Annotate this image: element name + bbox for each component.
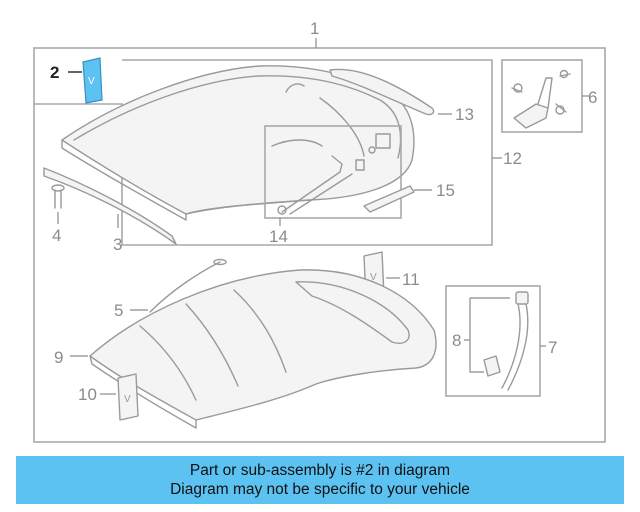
callout-4[interactable]: 4 xyxy=(52,226,61,245)
bolt xyxy=(51,184,65,209)
callout-8[interactable]: 8 xyxy=(452,331,461,350)
roof-panel-rear-lip xyxy=(185,199,311,215)
callout-6[interactable]: 6 xyxy=(588,88,597,107)
soft-top-bow-3 xyxy=(233,289,287,373)
fastener-box xyxy=(264,125,402,219)
soft-top-bow-1 xyxy=(139,325,197,401)
callout-2[interactable]: 2 xyxy=(50,63,59,82)
seal-strip xyxy=(329,68,435,116)
roof-panel-edge xyxy=(61,139,187,221)
callout-5[interactable]: 5 xyxy=(114,301,123,320)
banner-line-2: Diagram may not be specific to your vehi… xyxy=(170,481,470,498)
latch-rod xyxy=(501,291,529,391)
assembly-frame xyxy=(33,47,606,443)
label-10: V xyxy=(117,373,139,421)
roof-panel-inner xyxy=(73,75,402,159)
callout-3[interactable]: 3 xyxy=(113,235,122,254)
banner-line-1: Part or sub-assembly is #2 in diagram xyxy=(189,462,451,479)
part-2-label[interactable]: V xyxy=(82,57,103,104)
roof-panel-hook xyxy=(285,83,305,93)
callout-14[interactable]: 14 xyxy=(269,227,288,246)
roof-panel xyxy=(61,65,415,215)
callout-1[interactable]: 1 xyxy=(310,19,319,38)
callout-13[interactable]: 13 xyxy=(455,105,474,124)
svg-text:V: V xyxy=(370,272,377,283)
hardware-box xyxy=(501,59,583,133)
hinge-bracket xyxy=(511,69,571,129)
callout-9[interactable]: 9 xyxy=(54,348,63,367)
cable-end xyxy=(213,258,227,266)
fastener-set xyxy=(271,133,391,215)
trim-strip xyxy=(363,185,415,213)
latch-box xyxy=(445,285,541,397)
part-2-label-mark: V xyxy=(88,76,95,87)
callout-10[interactable]: 10 xyxy=(78,385,97,404)
soft-top-edge xyxy=(89,355,197,429)
soft-top xyxy=(89,269,437,421)
callout-15[interactable]: 15 xyxy=(436,181,455,200)
cable xyxy=(149,261,221,313)
callout-12[interactable]: 12 xyxy=(503,149,522,168)
soft-top-window xyxy=(295,281,410,344)
parts-diagram: 1 12 V 2 13 6 14 xyxy=(33,19,606,443)
svg-text:V: V xyxy=(124,394,131,405)
soft-top-bow-2 xyxy=(185,303,239,387)
roof-panel-molding xyxy=(319,97,365,157)
side-rail xyxy=(43,167,177,245)
part-2-label-shape xyxy=(82,57,103,104)
roof-assembly-box xyxy=(34,59,493,246)
info-banner: Part or sub-assembly is #2 in diagram Di… xyxy=(16,456,624,504)
callout-7[interactable]: 7 xyxy=(548,338,557,357)
callout-11[interactable]: 11 xyxy=(402,270,420,289)
latch-clip xyxy=(469,297,510,377)
